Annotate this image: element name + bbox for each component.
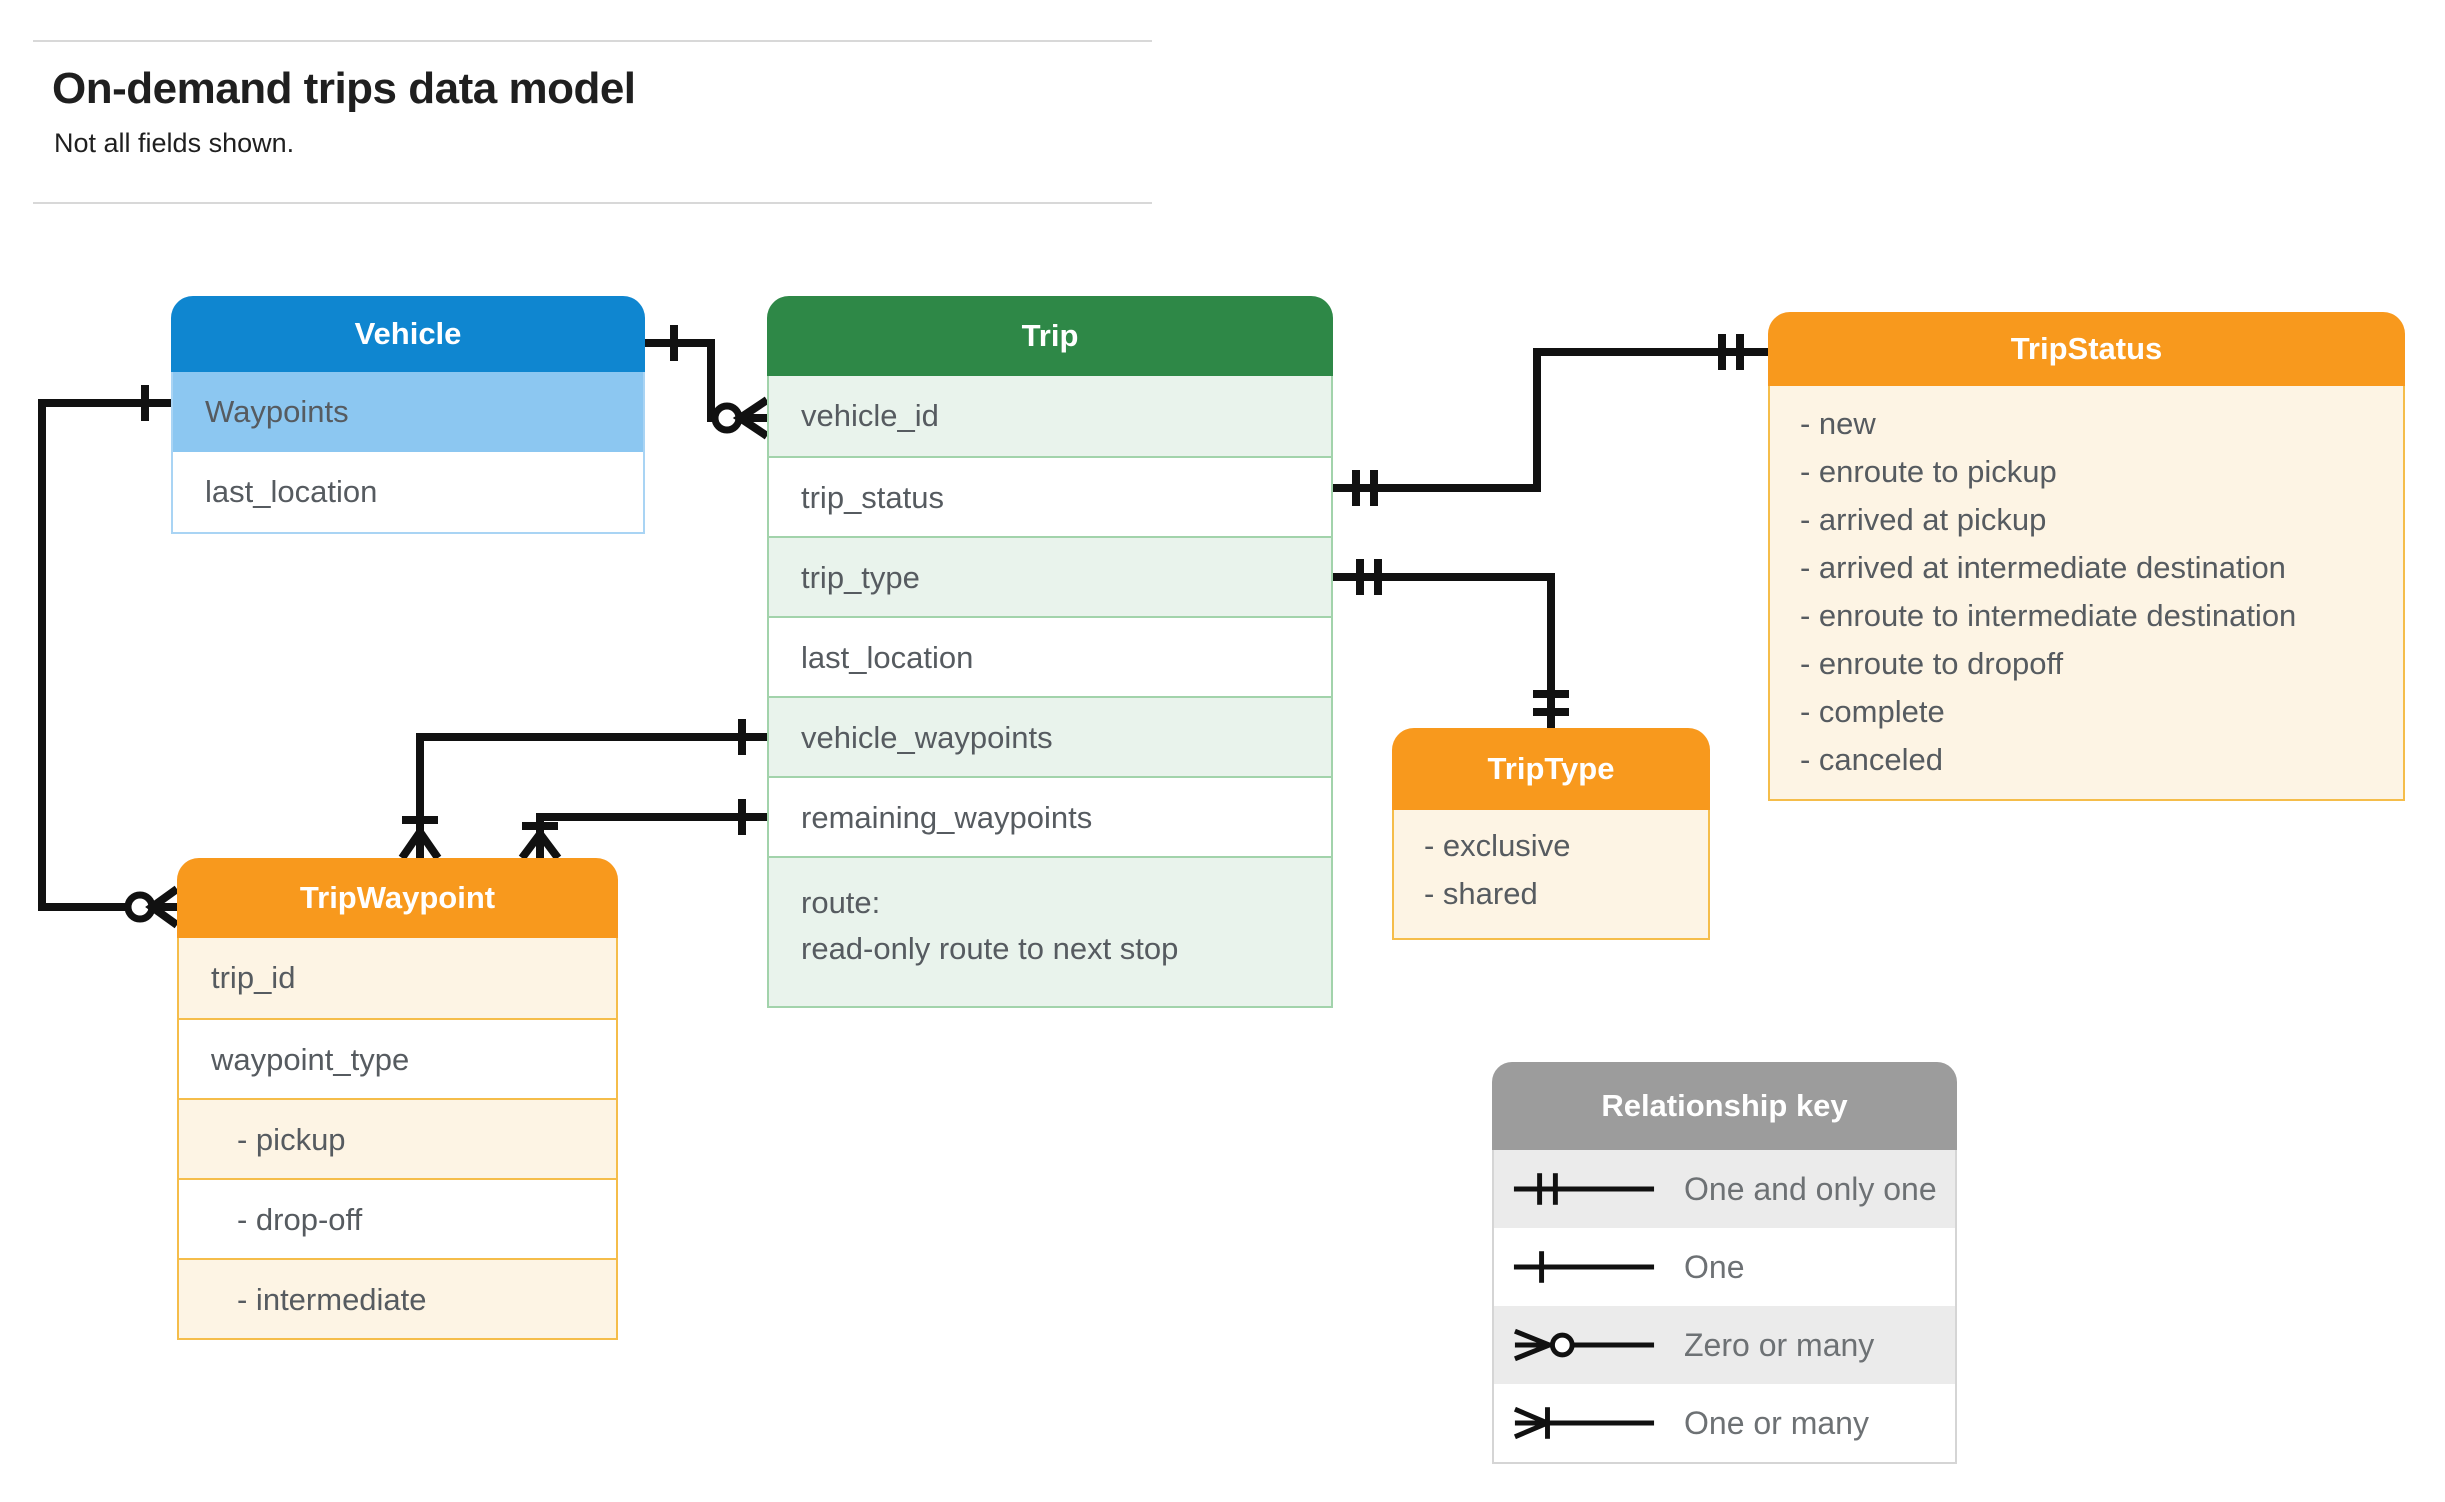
entity-vehicle-body: Waypoints last_location (171, 372, 645, 534)
tripstatus-value: - enroute to intermediate destination (1800, 598, 2297, 633)
legend-label: One and only one (1684, 1170, 1937, 1207)
field-trip-id: trip_id (179, 938, 616, 1018)
page-title: On-demand trips data model (52, 64, 636, 113)
legend-row: One (1494, 1228, 1955, 1306)
connector-tripstatus (1333, 334, 1768, 506)
page-subtitle: Not all fields shown. (54, 128, 295, 158)
double-tick (1352, 470, 1378, 506)
triptype-value: - exclusive (1424, 828, 1571, 863)
legend-row: Zero or many (1494, 1306, 1955, 1384)
entity-triptype-title: TripType (1392, 728, 1710, 810)
field-last-location: last_location (769, 616, 1331, 696)
field-remaining-waypoints: remaining_waypoints (769, 776, 1331, 856)
field-trip-type: trip_type (769, 536, 1331, 616)
tripstatus-value: - enroute to pickup (1800, 454, 2057, 489)
legend-label: Zero or many (1684, 1326, 1875, 1363)
connector-vehicle-waypoints (398, 719, 767, 861)
one-icon (1513, 1251, 1655, 1283)
connector-line (1333, 348, 1768, 492)
field-waypoint-type: waypoint_type (179, 1018, 616, 1098)
zero-or-many-icon (1514, 1328, 1655, 1362)
double-tick (1718, 334, 1744, 370)
relationship-key: Relationship key One and only one One Ze… (1492, 1062, 1957, 1464)
relationship-key-title: Relationship key (1492, 1062, 1957, 1150)
field-vehicle-waypoints: vehicle_waypoints (769, 696, 1331, 776)
connector-remaining-waypoints (518, 799, 767, 861)
field-route-line2: read-only route to next stop (801, 931, 1179, 966)
double-tick (1356, 559, 1382, 595)
legend-row: One or many (1494, 1384, 1955, 1462)
entity-trip-title: Trip (767, 296, 1333, 376)
entity-triptype: TripType - exclusive - shared (1392, 728, 1710, 940)
waypoint-type-dropoff: - drop-off (179, 1178, 616, 1258)
connector-line (645, 339, 767, 422)
bottom-divider (33, 202, 1152, 204)
entity-tripstatus-body: - new - enroute to pickup - arrived at p… (1768, 386, 2405, 801)
entity-tripwaypoint-body: trip_id waypoint_type - pickup - drop-of… (177, 938, 618, 1340)
waypoint-type-pickup: - pickup (179, 1098, 616, 1178)
crowfoot-many (518, 827, 562, 861)
connector-line (416, 733, 767, 858)
waypoint-type-intermediate: - intermediate (179, 1258, 616, 1338)
legend-row: One and only one (1494, 1150, 1955, 1228)
crowfoot-many (732, 396, 770, 440)
field-route: route: read-only route to next stop (769, 856, 1331, 1006)
entity-tripstatus: TripStatus - new - enroute to pickup - a… (1768, 312, 2405, 801)
legend-label: One (1684, 1248, 1745, 1285)
connector-line (1333, 573, 1555, 728)
field-waypoints: Waypoints (173, 372, 643, 452)
one-and-only-one-icon (1513, 1173, 1655, 1205)
relationship-key-body: One and only one One Zero or many One or… (1492, 1150, 1957, 1464)
tripstatus-value: - new (1800, 406, 1876, 441)
tripstatus-value: - enroute to dropoff (1800, 646, 2064, 681)
tripstatus-value: - complete (1800, 694, 1945, 729)
connector-triptype (1333, 559, 1569, 728)
top-divider (33, 40, 1152, 42)
entity-tripstatus-title: TripStatus (1768, 312, 2405, 386)
entity-vehicle-title: Vehicle (171, 296, 645, 372)
legend-label: One or many (1684, 1404, 1869, 1441)
tripstatus-value: - canceled (1800, 742, 1944, 777)
connector-waypoints-to-tripwaypoint (38, 385, 180, 929)
entity-tripwaypoint-title: TripWaypoint (177, 858, 618, 938)
field-vehicle-id: vehicle_id (769, 376, 1331, 456)
triptype-value: - shared (1424, 876, 1538, 911)
tripstatus-value: - arrived at pickup (1800, 502, 2047, 537)
entity-vehicle: Vehicle Waypoints last_location (171, 296, 645, 534)
tripstatus-value: - arrived at intermediate destination (1800, 550, 2286, 585)
field-route-line1: route: (801, 885, 881, 920)
connector-line (38, 399, 177, 911)
crowfoot-many (145, 885, 180, 929)
connector-vehicle-to-trip (645, 325, 770, 440)
double-tick (1533, 690, 1569, 716)
field-trip-status: trip_status (769, 456, 1331, 536)
connector-line (536, 813, 767, 858)
entity-trip: Trip vehicle_id trip_status trip_type la… (767, 296, 1333, 1008)
crowfoot-many (398, 824, 442, 861)
entity-tripwaypoint: TripWaypoint trip_id waypoint_type - pic… (177, 858, 618, 1340)
entity-triptype-body: - exclusive - shared (1392, 810, 1710, 940)
field-last-location: last_location (173, 452, 643, 532)
one-or-many-icon (1513, 1406, 1655, 1440)
entity-trip-body: vehicle_id trip_status trip_type last_lo… (767, 376, 1333, 1008)
